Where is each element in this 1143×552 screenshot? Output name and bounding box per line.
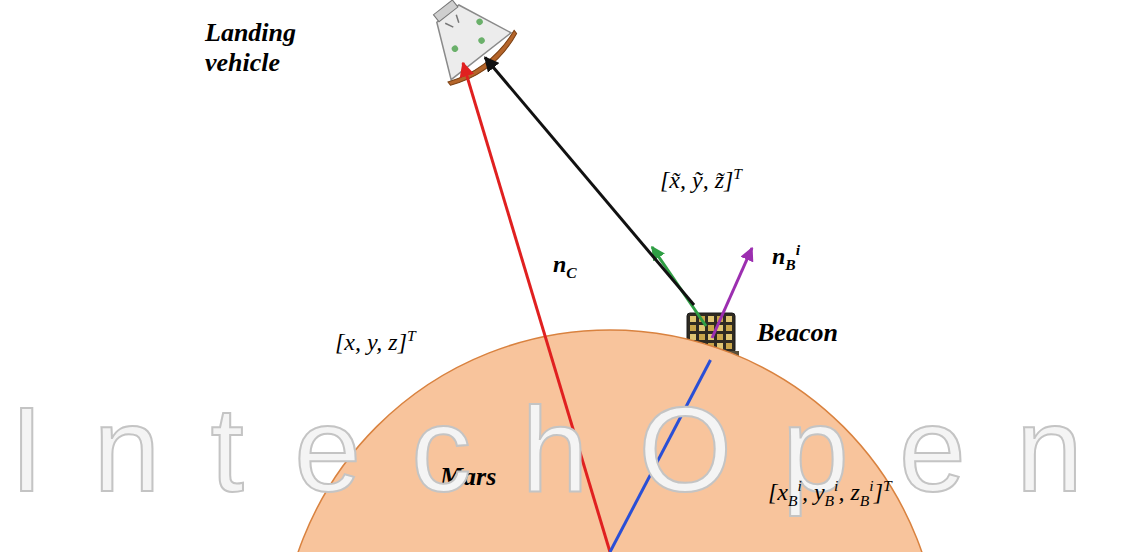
position-vector-label: [x, y, z]T <box>335 322 416 356</box>
capsule-illustration <box>410 0 522 92</box>
position-vector-label: [xBi, yBi, zBi]T <box>768 472 892 515</box>
heat-shield <box>448 30 522 92</box>
position-vector <box>463 63 610 552</box>
hatch-detail <box>445 15 461 30</box>
normal-vector-label: nBi <box>772 236 800 279</box>
watermark: IntechOpen <box>10 384 1133 514</box>
position-vector-label: [x̃, ỹ, z̃]T <box>660 160 742 194</box>
thruster-port <box>477 36 486 45</box>
position-vector <box>610 360 711 552</box>
docking-ring <box>433 0 457 22</box>
thruster-port <box>475 17 484 26</box>
node-name: Landing vehicle <box>205 18 305 78</box>
node-name: Beacon <box>757 318 877 348</box>
backshell <box>418 0 511 80</box>
normal-vector-label: nC <box>553 250 577 287</box>
landing-vehicle: Landing vehicle <box>430 8 485 63</box>
position-vector <box>485 58 694 306</box>
landing-vehicle-shape <box>430 8 485 63</box>
thruster-port <box>450 44 459 53</box>
